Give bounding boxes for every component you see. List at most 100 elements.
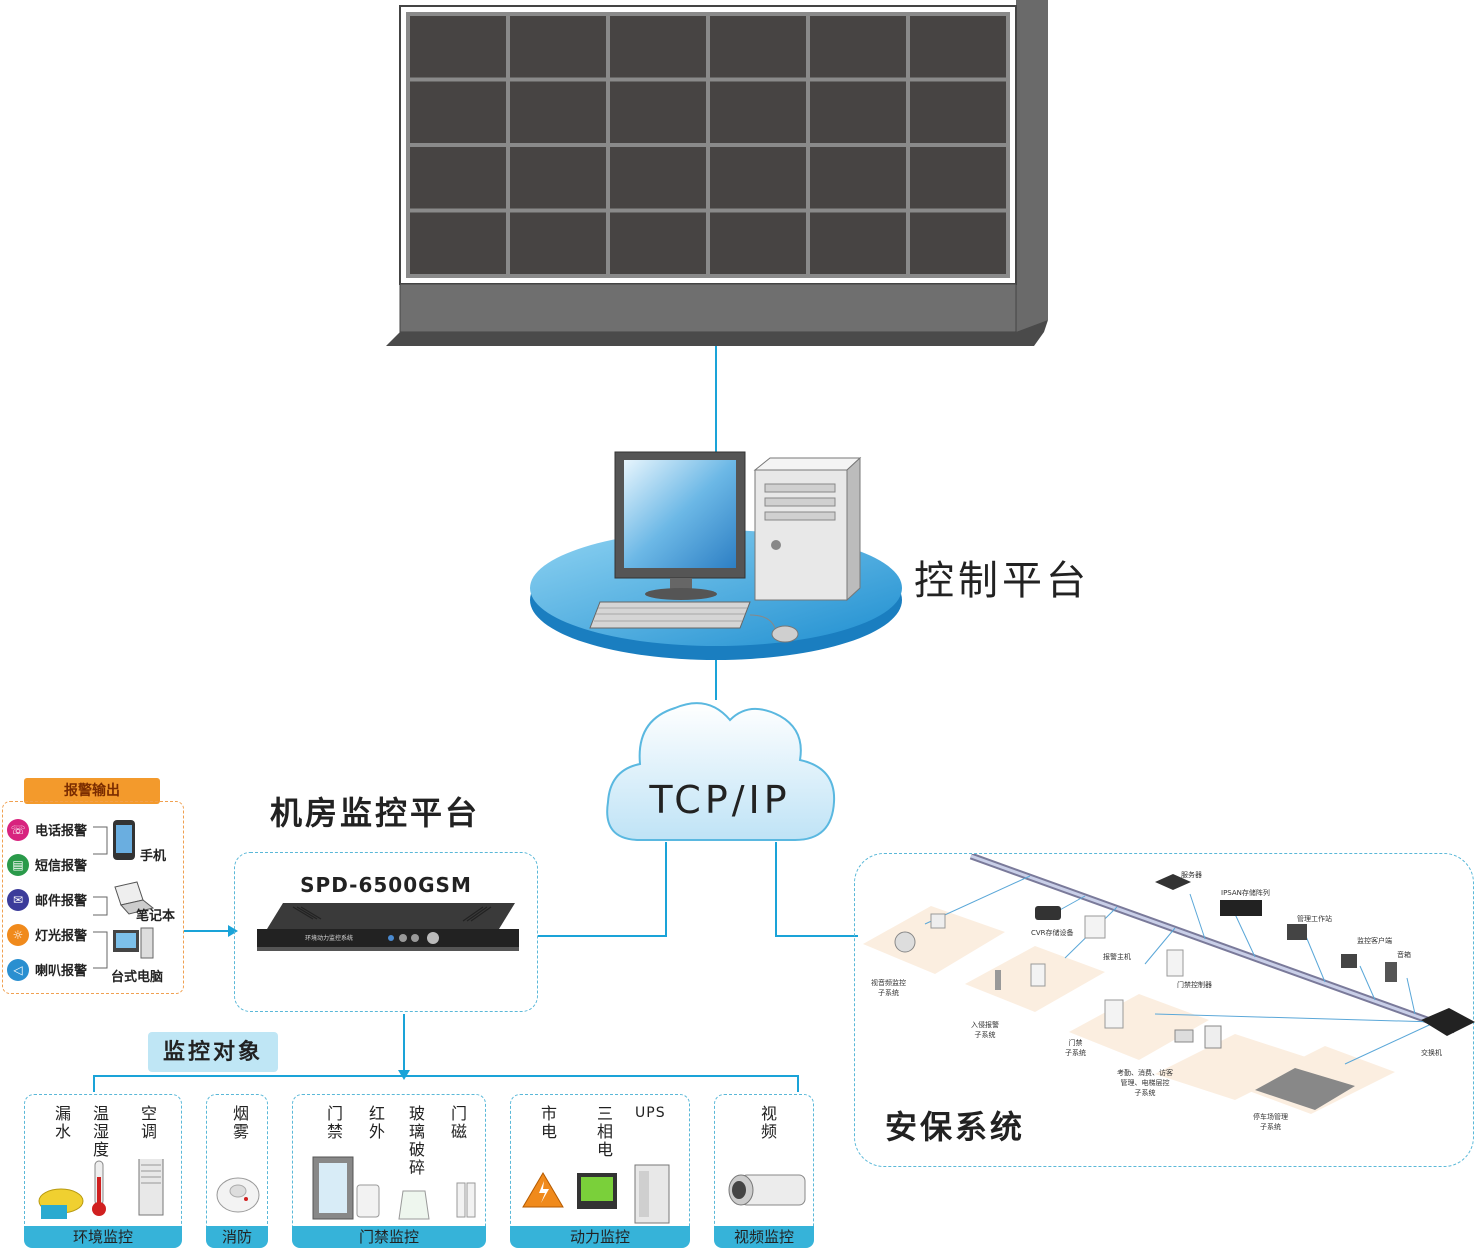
video-wall-tile: [910, 212, 1006, 274]
cloud-to-room-line: [538, 842, 667, 937]
video-wall-tile: [410, 147, 506, 209]
target-smoke: 烟雾: [230, 1105, 249, 1141]
device-model: SPD-6500GSM: [300, 873, 472, 897]
speaker-icon: [1385, 962, 1397, 982]
video-wall-tile: [510, 147, 606, 209]
video-wall-tile: [710, 81, 806, 143]
dome-camera-icon: [894, 931, 916, 953]
alarm-output-title: 报警输出: [24, 778, 160, 804]
video-wall-tile: [710, 147, 806, 209]
cvr-icon: [1035, 906, 1061, 920]
glass-break-sensor-icon: [398, 1190, 430, 1220]
client-icon: [1341, 954, 1357, 968]
device-label-phone: 手机: [140, 849, 167, 864]
group-video: 视频 视频监控: [714, 1094, 814, 1248]
video-wall-tile: [810, 16, 906, 78]
cloud-to-security-line: [775, 842, 858, 937]
device-panel-text: 环境动力监控系统: [305, 935, 354, 942]
target-water-leak: 漏水: [52, 1105, 71, 1141]
target-infrared: 红外: [366, 1105, 385, 1141]
device-label-desktop: 台式电脑: [111, 970, 164, 985]
alarm-item-label: 短信报警: [35, 859, 88, 874]
target-video: 视频: [758, 1105, 777, 1141]
video-wall-tile: [410, 81, 506, 143]
alarm-devices: [93, 820, 155, 969]
alarm-item-label: 邮件报警: [35, 894, 88, 909]
video-wall-tile: [510, 81, 606, 143]
security-system-title: 安保系统: [885, 1108, 1026, 1146]
label-intrusion-subsystem: 入侵报警 子系统: [971, 1021, 999, 1039]
alarm-item-label: 电话报警: [35, 824, 88, 839]
label-door-subsystem: 门禁 子系统: [1065, 1039, 1086, 1057]
room-platform-box: SPD-6500GSM 环境动力监控系统: [234, 852, 538, 1012]
room-platform-title: 机房监控平台: [270, 794, 481, 832]
target-three-phase: 三相电: [594, 1105, 613, 1159]
light-icon: ☼: [7, 923, 29, 946]
video-wall-tile: [510, 212, 606, 274]
video-wall-tile: [410, 16, 506, 78]
label-switch: 交换机: [1421, 1049, 1442, 1057]
alarm-item: ◁ 喇叭报警: [7, 952, 87, 987]
targets-bus-line: [93, 1075, 799, 1092]
label-cvr: CVR存储设备: [1031, 929, 1074, 937]
security-topology: [863, 854, 1475, 1114]
alarm-host-icon: [1084, 915, 1106, 939]
video-wall-tile: [810, 81, 906, 143]
label-client: 监控客户端: [1357, 937, 1392, 945]
network-cloud: [606, 702, 836, 841]
speaker-icon: ◁: [7, 958, 29, 981]
video-wall-tile: [910, 147, 1006, 209]
label-door-controller: 门禁控制器: [1177, 981, 1212, 989]
video-wall-tile: [810, 212, 906, 274]
video-wall-tile: [710, 16, 806, 78]
group-footer-access: 门禁监控: [292, 1226, 486, 1248]
video-wall-tile: [610, 81, 706, 143]
video-wall-tile: [810, 147, 906, 209]
video-wall-tile: [910, 81, 1006, 143]
infrared-sensor-icon: [356, 1184, 380, 1218]
group-footer-power: 动力监控: [510, 1226, 690, 1248]
target-ups: UPS: [635, 1105, 666, 1121]
ipsan-icon: [1220, 900, 1262, 916]
target-temp-humidity: 温湿度: [90, 1105, 109, 1159]
alarm-item-label: 灯光报警: [35, 929, 88, 944]
arrow-head-icon: [228, 925, 238, 937]
phone-icon: ☏: [7, 818, 29, 841]
group-footer-fire: 消防: [206, 1226, 268, 1248]
alarm-item: ☼ 灯光报警: [7, 917, 87, 952]
alarm-item: ✉ 邮件报警: [7, 882, 87, 917]
target-aircon: 空调: [138, 1105, 157, 1141]
network-label: TCP/IP: [649, 778, 791, 822]
label-server: 服务器: [1181, 871, 1202, 879]
label-alarm-host: 报警主机: [1103, 953, 1131, 961]
alarm-output-panel: ☏ 电话报警 ▤ 短信报警 ✉ 邮件报警 ☼ 灯光报警 ◁ 喇叭报警 手机 笔记本 台式电脑: [2, 801, 184, 994]
arrow-head-icon: [398, 1070, 410, 1080]
group-footer-video: 视频监控: [714, 1226, 814, 1248]
video-wall-tile: [610, 147, 706, 209]
video-wall-tile: [910, 16, 1006, 78]
alarm-item: ☏ 电话报警: [7, 812, 87, 847]
monitor-targets-title: 监控对象: [148, 1032, 278, 1072]
alarm-item-label: 喇叭报警: [35, 964, 88, 979]
group-environment: 漏水 温湿度 空调 环境监控: [24, 1094, 182, 1248]
alarm-item: ▤ 短信报警: [7, 847, 87, 882]
parking-lot-icon: [1255, 1068, 1355, 1110]
label-speaker: 音箱: [1397, 951, 1411, 959]
group-access: 门禁 红外 玻璃破碎 门磁 门禁监控: [292, 1094, 486, 1248]
control-platform-illustration: [530, 451, 902, 660]
label-video-subsystem: 视音频监控 子系统: [871, 979, 906, 997]
switch-icon: [1421, 1008, 1475, 1036]
control-platform-label: 控制平台: [914, 558, 1090, 604]
sms-icon: ▤: [7, 853, 29, 876]
target-door-magnet: 门磁: [448, 1105, 467, 1141]
target-door-access: 门禁: [324, 1105, 343, 1141]
mail-icon: ✉: [7, 888, 29, 911]
video-wall-tile: [710, 212, 806, 274]
workstation-icon: [1287, 924, 1307, 940]
door-controller-icon: [1166, 949, 1184, 977]
label-attendance-subsystem: 考勤、消费、访客 管理、电梯层控 子系统: [1117, 1069, 1173, 1097]
label-ipsan: IPSAN存储阵列: [1221, 889, 1270, 897]
security-system-box: 服务器 IPSAN存储阵列 管理工作站 监控客户端 音箱 CVR存储设备 报警主…: [854, 853, 1475, 1167]
device-label-laptop: 笔记本: [136, 909, 176, 924]
